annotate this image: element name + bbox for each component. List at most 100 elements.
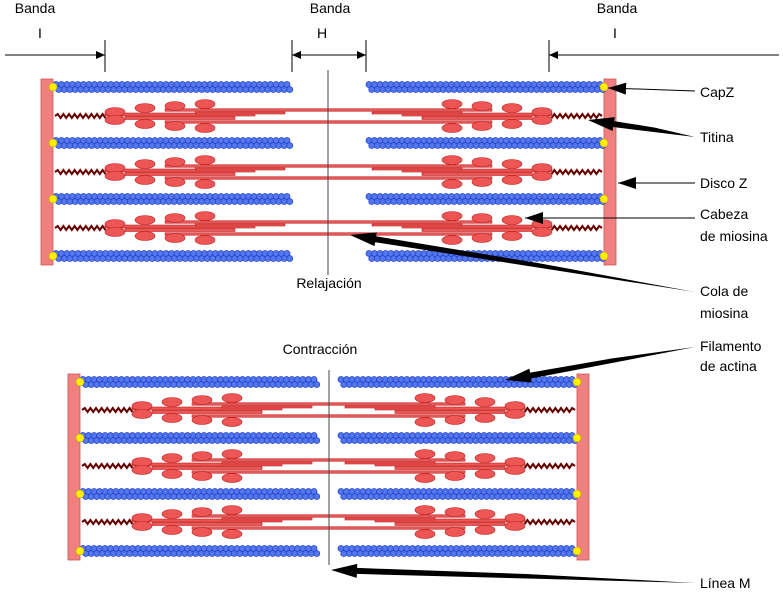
actin-monomer bbox=[313, 437, 321, 444]
actin-filament bbox=[48, 137, 294, 149]
myosin-head bbox=[441, 155, 463, 165]
titin-spring bbox=[550, 168, 603, 176]
myosin-thick-bar bbox=[401, 168, 553, 173]
actin-monomer bbox=[286, 198, 294, 205]
capz-cap bbox=[75, 433, 85, 443]
actin-monomer bbox=[313, 493, 321, 500]
myosin-head bbox=[444, 451, 466, 461]
myosin-head bbox=[191, 451, 213, 461]
myosin-head bbox=[221, 417, 243, 427]
z-disc-left bbox=[67, 373, 81, 561]
arrowhead bbox=[357, 51, 366, 59]
myosin-head-label-1: Cabeza bbox=[700, 206, 748, 222]
m-line-pointer bbox=[331, 563, 695, 583]
myosin-head bbox=[504, 401, 526, 411]
myosin-thick-bar bbox=[151, 466, 263, 470]
myosin-head-pointer-head bbox=[525, 212, 543, 224]
myosin-thick-bar bbox=[401, 224, 553, 229]
myosin-head bbox=[444, 527, 466, 537]
actin-monomer bbox=[283, 81, 291, 88]
myosin-thick-bar bbox=[151, 410, 263, 414]
myosin-tail bbox=[164, 108, 329, 112]
myosin-head bbox=[134, 159, 156, 169]
myosin-tail bbox=[328, 414, 466, 418]
myosin-head bbox=[164, 121, 186, 131]
myosin-tail bbox=[164, 120, 329, 124]
myosin-head bbox=[474, 397, 496, 407]
actin-filament bbox=[337, 432, 582, 444]
myosin-thick-bar bbox=[194, 167, 286, 171]
myosin-thick-bar bbox=[131, 406, 283, 411]
myosin-head bbox=[441, 179, 463, 189]
z-disc-right bbox=[603, 78, 617, 266]
myosin-head bbox=[474, 525, 496, 535]
myosin-head bbox=[104, 163, 126, 173]
actin-filament-pointer bbox=[505, 347, 695, 383]
capz-cap bbox=[572, 489, 582, 499]
myosin-thick-bar bbox=[124, 172, 236, 176]
myosin-head bbox=[191, 395, 213, 405]
actin-monomer bbox=[310, 488, 318, 495]
myosin-head bbox=[131, 409, 153, 419]
actin-filament bbox=[48, 81, 294, 93]
z-disc-pointer-head bbox=[618, 177, 636, 189]
myosin-thick-bar bbox=[151, 522, 263, 526]
myosin-thick-bar bbox=[421, 228, 533, 232]
myosin-head bbox=[221, 505, 243, 515]
myosin-head bbox=[104, 115, 126, 125]
myosin-tail bbox=[191, 470, 330, 474]
myosin-head bbox=[161, 413, 183, 423]
myosin-head bbox=[444, 395, 466, 405]
myosin-head bbox=[441, 211, 463, 221]
sarcomere-structures bbox=[40, 70, 617, 565]
myosin-thick-bar bbox=[344, 517, 436, 521]
myosin-tail bbox=[327, 220, 493, 224]
myosin-head bbox=[501, 103, 523, 113]
myosin-head bbox=[504, 457, 526, 467]
myosin-tail-label-2: miosina bbox=[700, 305, 748, 321]
myosin-head bbox=[164, 101, 186, 111]
myosin-head bbox=[191, 507, 213, 517]
myosin-filament bbox=[327, 99, 603, 133]
band-i-right-label: Banda bbox=[597, 0, 638, 16]
myosin-head bbox=[191, 415, 213, 425]
myosin-head bbox=[194, 211, 216, 221]
capz-cap bbox=[572, 433, 582, 443]
myosin-head bbox=[471, 121, 493, 131]
myosin-head bbox=[134, 215, 156, 225]
myosin-thick-bar bbox=[421, 116, 533, 120]
myosin-filament bbox=[327, 155, 603, 189]
capz-cap bbox=[599, 194, 609, 204]
myosin-head bbox=[501, 119, 523, 129]
myosin-head bbox=[414, 393, 436, 403]
actin-filament bbox=[365, 137, 609, 149]
actin-filament bbox=[75, 432, 321, 444]
arrowhead bbox=[96, 51, 105, 59]
myosin-head bbox=[161, 509, 183, 519]
titin-label: Titina bbox=[700, 129, 734, 145]
myosin-filament bbox=[328, 505, 576, 539]
actin-filament bbox=[337, 488, 582, 500]
myosin-head bbox=[474, 453, 496, 463]
myosin-thick-bar bbox=[194, 223, 286, 227]
myosin-thick-bar bbox=[194, 111, 286, 115]
z-disc-label: Disco Z bbox=[700, 175, 748, 191]
actin-filament bbox=[48, 193, 294, 205]
myosin-head bbox=[444, 507, 466, 517]
myosin-tail bbox=[328, 514, 466, 518]
myosin-head bbox=[531, 107, 553, 117]
myosin-tail bbox=[328, 470, 466, 474]
myosin-thick-bar bbox=[131, 462, 283, 467]
myosin-head bbox=[131, 465, 153, 475]
capz-cap bbox=[75, 546, 85, 556]
band-i-right-letter: I bbox=[613, 25, 617, 41]
titin-spring bbox=[523, 518, 576, 526]
capz-cap bbox=[75, 489, 85, 499]
myosin-filament bbox=[328, 449, 576, 483]
titin-spring bbox=[523, 462, 576, 470]
z-disc-left bbox=[40, 78, 54, 266]
myosin-head bbox=[504, 465, 526, 475]
myosin-thick-bar bbox=[221, 517, 313, 521]
actin-monomer bbox=[286, 86, 294, 93]
